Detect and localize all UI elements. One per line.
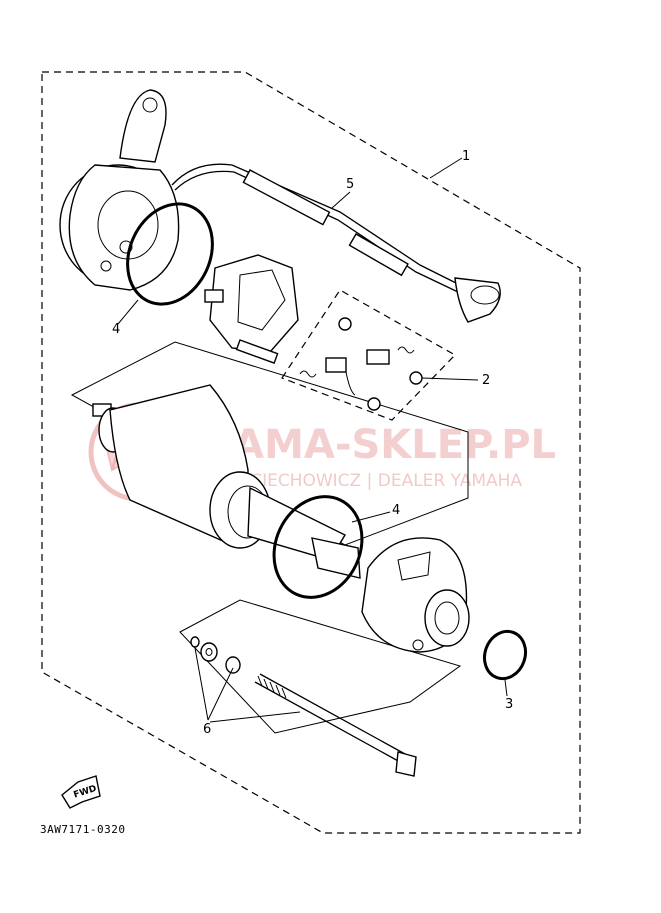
brush-set	[299, 317, 423, 411]
watermark-title: YAMA-SKLEP.PL	[207, 422, 556, 468]
lead-wire	[171, 163, 501, 323]
callout-3: 3	[505, 697, 513, 712]
drawing-code: 3AW7171-0320	[40, 823, 125, 836]
leader-lines	[117, 157, 508, 723]
armature	[92, 384, 361, 579]
o-ring-small	[482, 629, 528, 681]
callout-1: 1	[462, 149, 470, 164]
o-ring-top	[126, 202, 214, 306]
front-cover	[361, 537, 470, 653]
callout-4-top: 4	[112, 322, 120, 337]
callout-2: 2	[482, 373, 490, 388]
assembly-boundary	[41, 71, 581, 834]
callout-5: 5	[346, 177, 354, 192]
callout-6: 6	[203, 722, 211, 737]
hardware	[190, 636, 417, 777]
o-ring-middle	[272, 495, 364, 599]
rear-cover	[59, 89, 180, 291]
watermark-subtitle: WOJCIECHOWICZ | DEALER YAMAHA	[215, 471, 522, 491]
fwd-arrow-icon: FWD	[61, 775, 101, 809]
brush-holder	[204, 254, 299, 364]
callout-4-middle: 4	[392, 503, 400, 518]
